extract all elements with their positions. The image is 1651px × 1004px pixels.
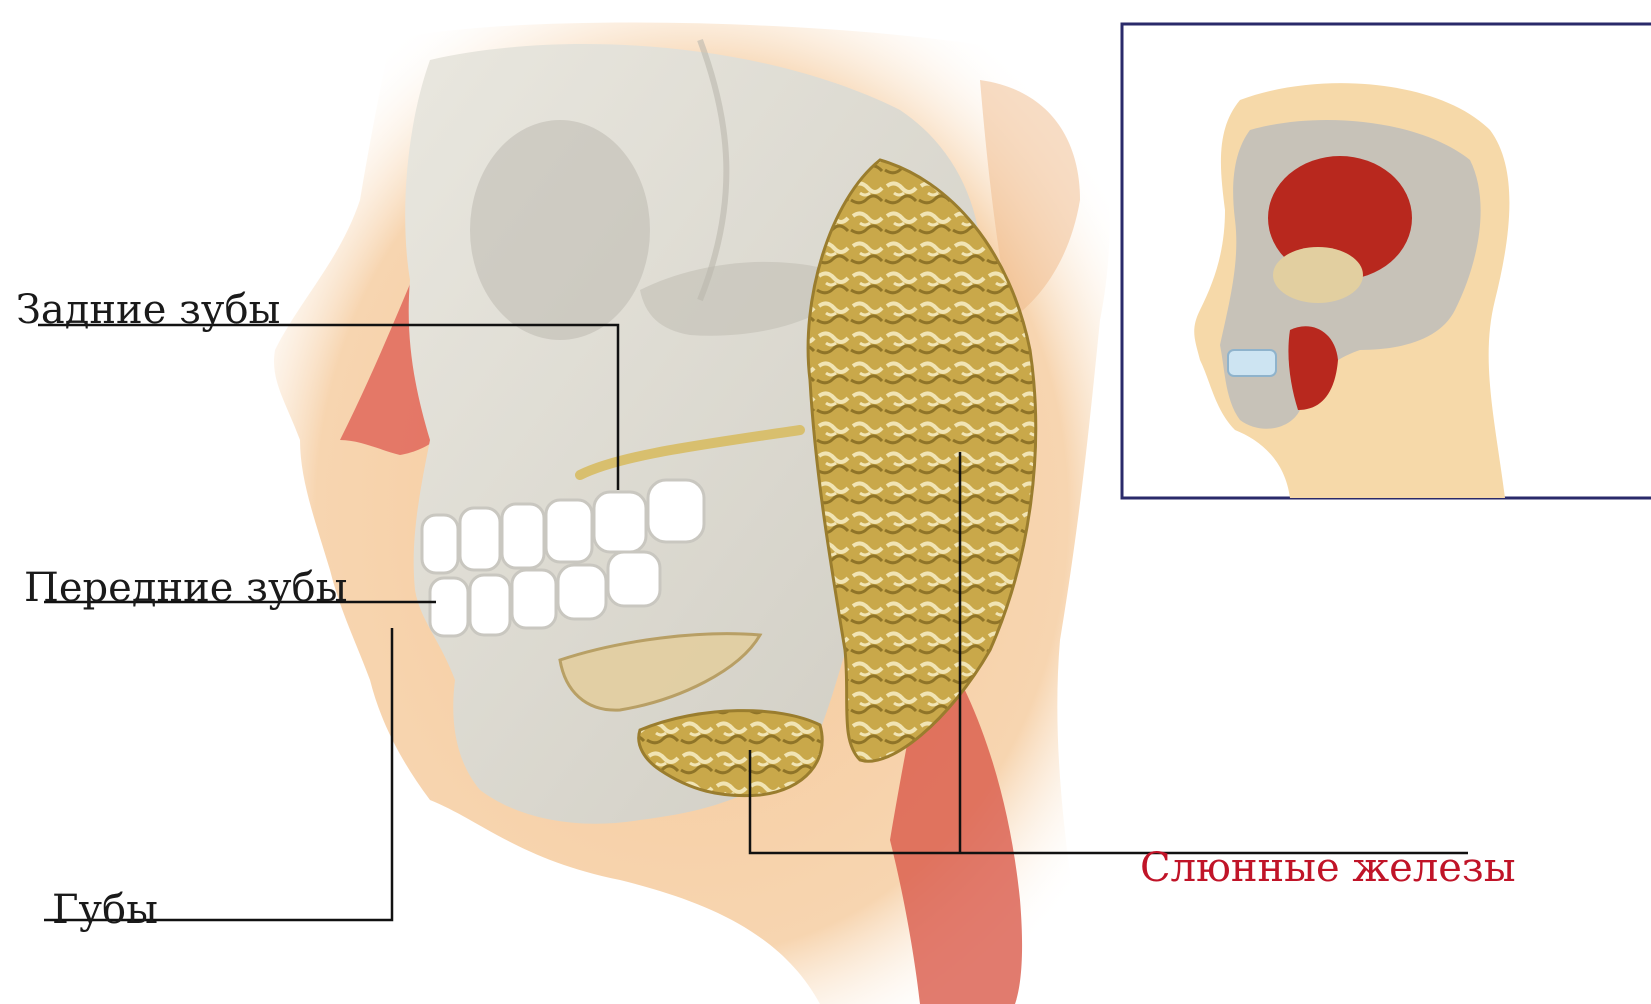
inset-jaw-muscle: [1273, 247, 1363, 303]
eye-socket: [470, 120, 650, 340]
inset-teeth: [1228, 350, 1276, 376]
label-front-teeth: Передние зубы: [24, 568, 347, 608]
inset-head-diagram: [1122, 24, 1651, 498]
label-back-teeth: Задние зубы: [16, 290, 280, 330]
label-lips: Губы: [52, 890, 158, 930]
label-salivary-glands: Слюнные железы: [1140, 848, 1516, 888]
leader-lips: [44, 628, 392, 920]
